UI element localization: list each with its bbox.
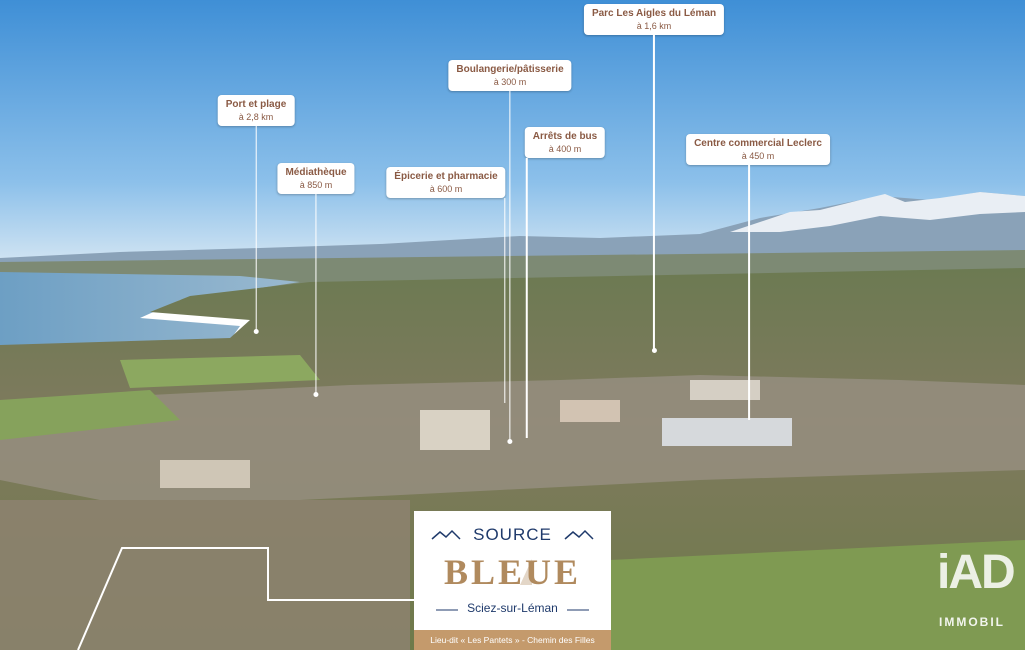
fields-right bbox=[610, 540, 1025, 650]
agency-watermark: iAD IMMOBIL bbox=[937, 545, 1025, 640]
plot-outline bbox=[77, 547, 414, 650]
poi-name: Arrêts de bus bbox=[532, 131, 598, 142]
poi-arrets-de-bus: Arrêts de bus à 400 m bbox=[524, 127, 606, 438]
poi-mediatheque: Médiathèque à 850 m bbox=[277, 163, 355, 397]
poi-distance: à 2,8 km bbox=[238, 112, 274, 122]
agency-logo-mark: iAD bbox=[937, 546, 1016, 599]
poi-name: Épicerie et pharmacie bbox=[394, 171, 498, 182]
poi-name: Parc Les Aigles du Léman bbox=[591, 8, 717, 19]
fields-left bbox=[0, 390, 180, 440]
poi-distance: à 450 m bbox=[741, 151, 775, 161]
poi-distance: à 1,6 km bbox=[636, 21, 672, 31]
poi-parc-les-aigles-du-leman: Parc Les Aigles du Léman à 1,6 km bbox=[583, 4, 725, 353]
poi-name: Port et plage bbox=[225, 99, 287, 110]
agency-logo-sub: IMMOBIL bbox=[939, 615, 1005, 629]
poi-boulangerie-patisserie: Boulangerie/pâtisserie à 300 m bbox=[448, 60, 572, 444]
residential-area bbox=[0, 500, 410, 650]
apartment-block bbox=[420, 410, 490, 450]
poi-port-et-plage: Port et plage à 2,8 km bbox=[217, 95, 295, 334]
poi-distance: à 600 m bbox=[429, 184, 463, 194]
snow-peaks bbox=[730, 192, 1025, 232]
logo-source-text: SOURCE bbox=[473, 525, 552, 544]
field-middle bbox=[120, 355, 320, 388]
logo-address-bar: Lieu-dit « Les Pantets » - Chemin des Fi… bbox=[414, 630, 611, 650]
lake bbox=[0, 272, 300, 348]
poi-name: Boulangerie/pâtisserie bbox=[456, 64, 564, 75]
apartment-block bbox=[560, 400, 620, 422]
apartment-block bbox=[690, 380, 760, 400]
poi-distance: à 300 m bbox=[493, 77, 527, 87]
poi-name: Médiathèque bbox=[285, 167, 347, 178]
source-bleue-logo: SOURCE BLEUE Sciez-sur-Léman Lieu-dit « … bbox=[414, 511, 611, 650]
apartment-block bbox=[160, 460, 250, 488]
poi-name: Centre commercial Leclerc bbox=[694, 138, 822, 149]
poi-distance: à 400 m bbox=[548, 144, 582, 154]
supermarket-building bbox=[662, 418, 792, 446]
logo-place-text: Sciez-sur-Léman bbox=[467, 601, 558, 615]
town-center bbox=[0, 375, 1025, 500]
poi-epicerie-et-pharmacie: Épicerie et pharmacie à 600 m bbox=[386, 167, 506, 403]
mountains bbox=[0, 192, 1025, 262]
logo-bleue-text: BLEUE bbox=[443, 552, 582, 592]
mountain-ornament-icon bbox=[431, 529, 594, 611]
poi-centre-commercial-leclerc: Centre commercial Leclerc à 450 m bbox=[686, 134, 830, 420]
poi-distance: à 850 m bbox=[299, 180, 333, 190]
